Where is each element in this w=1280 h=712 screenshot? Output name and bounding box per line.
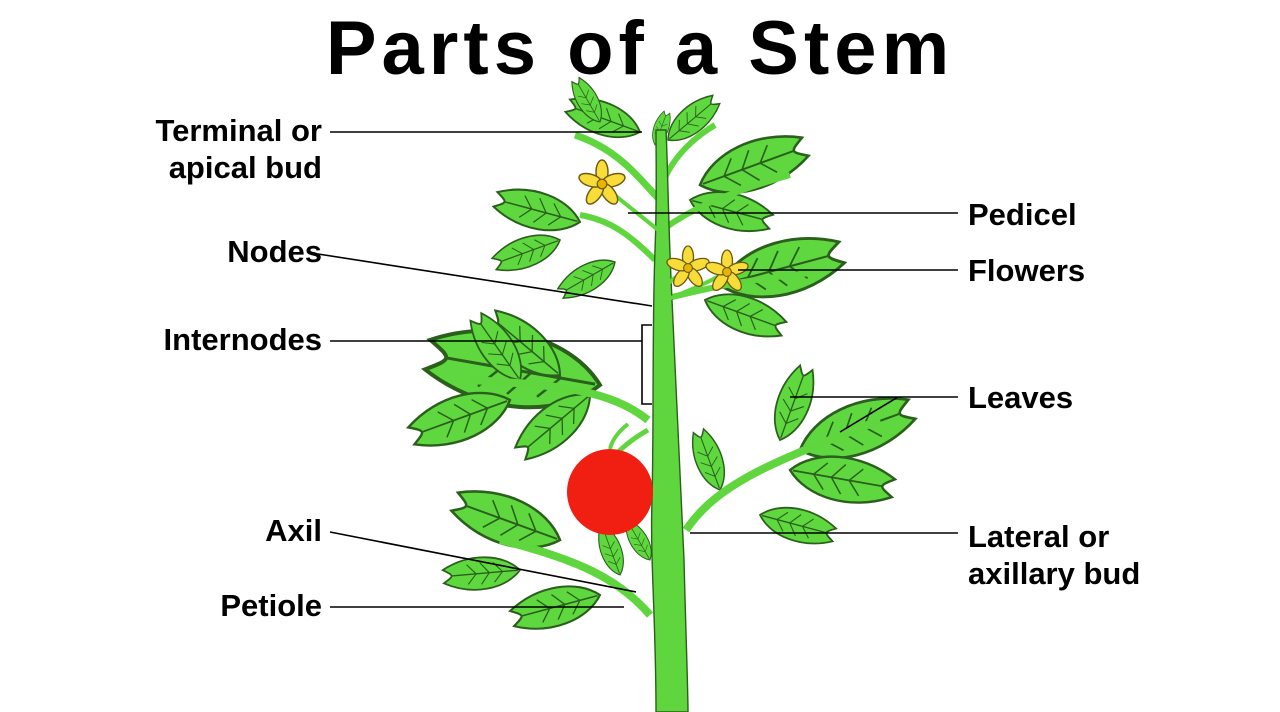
label-lateral-bud: Lateral or axillary bud [968, 518, 1164, 592]
label-axil: Axil [265, 513, 322, 548]
label-petiole: Petiole [220, 588, 322, 623]
internode-bracket [641, 324, 652, 405]
label-internodes: Internodes [163, 322, 322, 357]
label-terminal-bud-line1: Terminal or [155, 113, 322, 148]
label-nodes: Nodes [227, 234, 322, 269]
label-flowers: Flowers [968, 253, 1086, 288]
label-terminal-bud-line2: apical bud [168, 150, 322, 185]
label-lateral-bud-line1: Lateral or [968, 519, 1110, 554]
label-terminal-bud: Terminal or apical bud [118, 112, 322, 186]
leader-lines [317, 131, 958, 608]
tomato [567, 449, 653, 535]
leader-nodes [317, 253, 653, 307]
diagram-title: Parts of a Stem [325, 6, 955, 91]
leader-axil [329, 531, 637, 593]
label-pedicel: Pedicel [968, 197, 1077, 232]
leader-leaves-2 [839, 396, 899, 433]
label-lateral-bud-line2: axillary bud [968, 556, 1141, 591]
label-leaves: Leaves [968, 380, 1074, 415]
